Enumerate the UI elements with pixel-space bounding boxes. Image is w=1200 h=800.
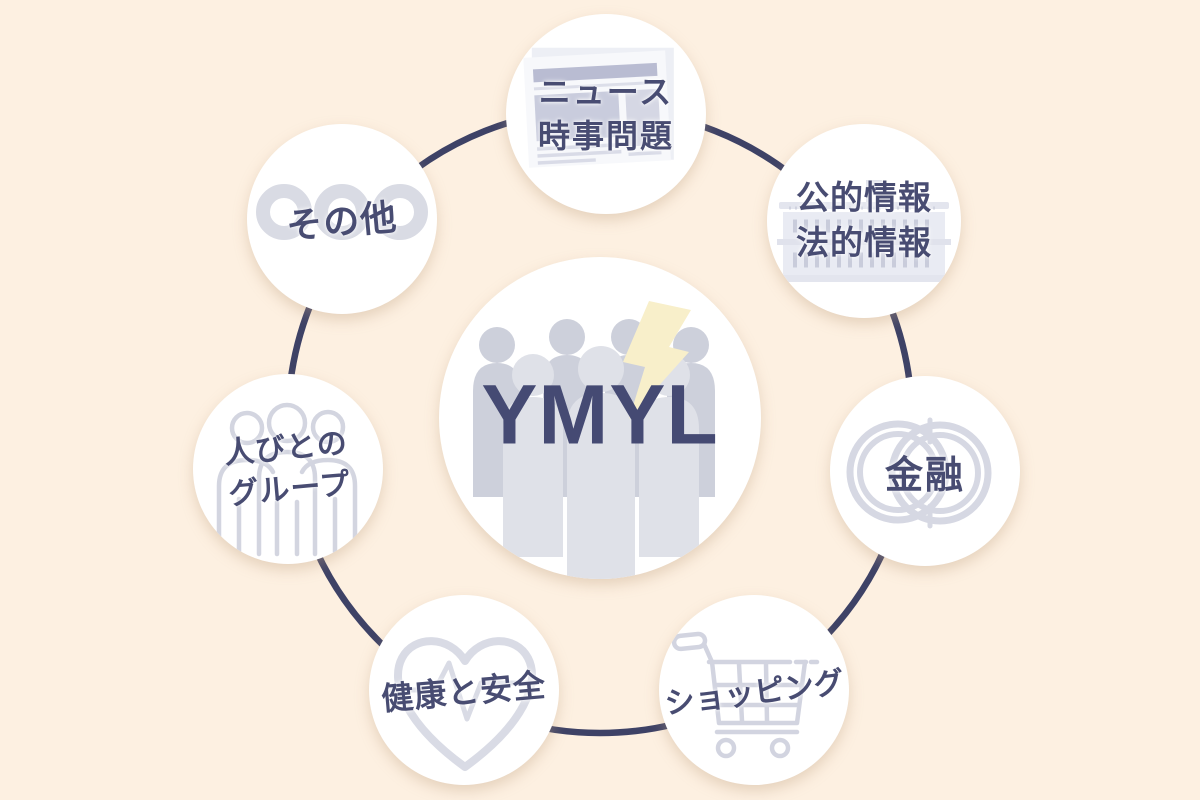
category-label-people-group: 人びとの グループ	[223, 423, 353, 514]
ellipsis-rings-icon	[256, 184, 428, 240]
category-label-public-legal: 公的情報 法的情報	[796, 176, 932, 266]
category-node-health-safety: 健康と安全	[369, 595, 559, 785]
ymyl-center-node: YMYL	[439, 257, 761, 579]
ymyl-title: YMYL	[481, 367, 719, 462]
category-label-finance: 金融	[885, 444, 965, 499]
crowd-icon	[473, 301, 715, 579]
lightning-icon	[623, 301, 691, 419]
category-node-news: ニュース 時事問題	[506, 14, 706, 214]
people-group-icon	[216, 402, 358, 557]
label-line: 公的情報	[796, 179, 932, 217]
label-line: その他	[285, 196, 400, 247]
category-node-shopping: ショッピング	[659, 595, 849, 785]
label-line: 金融	[884, 454, 965, 497]
category-label-others: その他	[284, 188, 399, 249]
category-node-finance: 金融	[830, 376, 1020, 566]
category-node-people-group: 人びとの グループ	[193, 374, 383, 564]
label-line: ニュース	[538, 73, 674, 110]
category-label-news: ニュース 時事問題	[538, 70, 674, 158]
coins-icon	[846, 417, 992, 529]
shopping-cart-icon	[671, 631, 820, 759]
label-line: 時事問題	[537, 118, 674, 154]
category-node-public-legal: 公的情報 法的情報	[767, 124, 961, 318]
label-line: 法的情報	[796, 224, 932, 261]
government-building-icon	[775, 180, 953, 282]
heart-pulse-icon	[388, 637, 538, 771]
category-node-others: その他	[247, 124, 437, 314]
newspaper-icon	[523, 47, 674, 168]
